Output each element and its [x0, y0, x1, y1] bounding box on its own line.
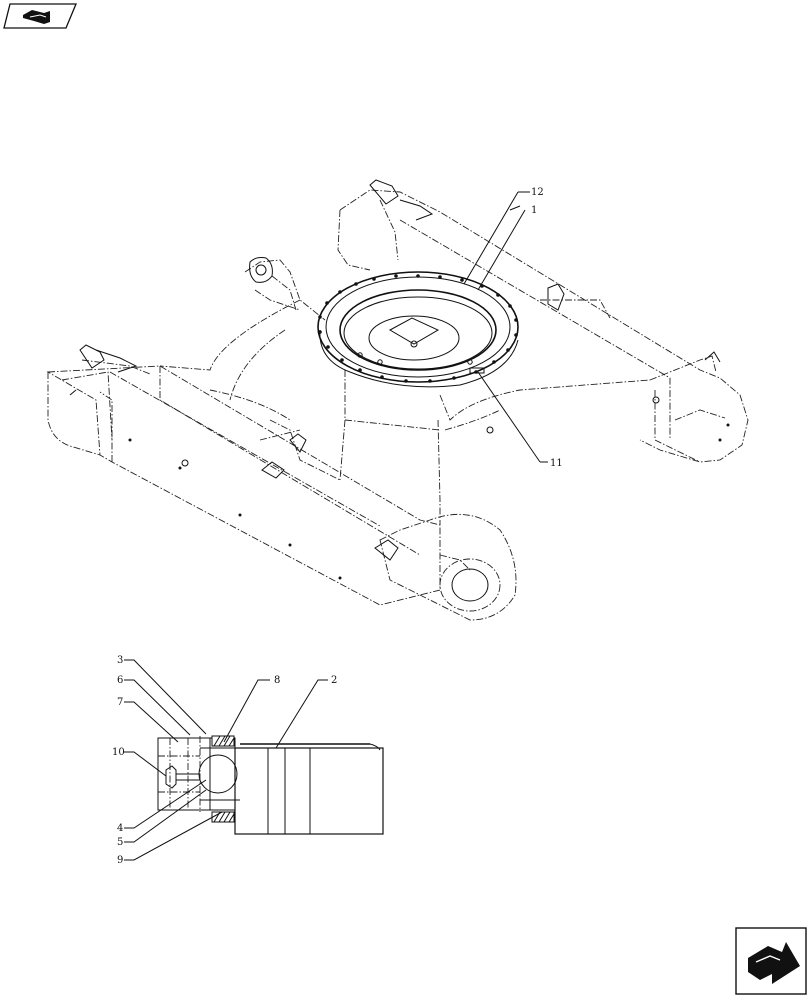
callout-1: 1	[531, 205, 537, 216]
callout-7: 7	[117, 697, 123, 708]
callout-5: 5	[117, 837, 123, 848]
lower-frame-drawing	[46, 179, 749, 621]
callout-3: 3	[117, 655, 123, 666]
callout-4: 4	[117, 823, 123, 834]
leader-lines-top	[463, 191, 548, 463]
callout-10: 10	[112, 747, 125, 758]
previous-page-arrow-icon[interactable]	[3, 3, 77, 29]
callout-11: 11	[550, 458, 563, 469]
callout-12: 12	[531, 187, 544, 198]
callout-2: 2	[331, 675, 337, 686]
slewing-ring-drawing	[317, 271, 519, 388]
callout-9: 9	[117, 855, 123, 866]
detail-section-drawing	[157, 735, 384, 835]
callout-8: 8	[274, 675, 280, 686]
ring-bolt-holes	[318, 274, 518, 383]
callout-6: 6	[117, 675, 123, 686]
leader-lines-bottom	[124, 659, 328, 861]
next-page-arrow-icon[interactable]	[735, 927, 807, 995]
